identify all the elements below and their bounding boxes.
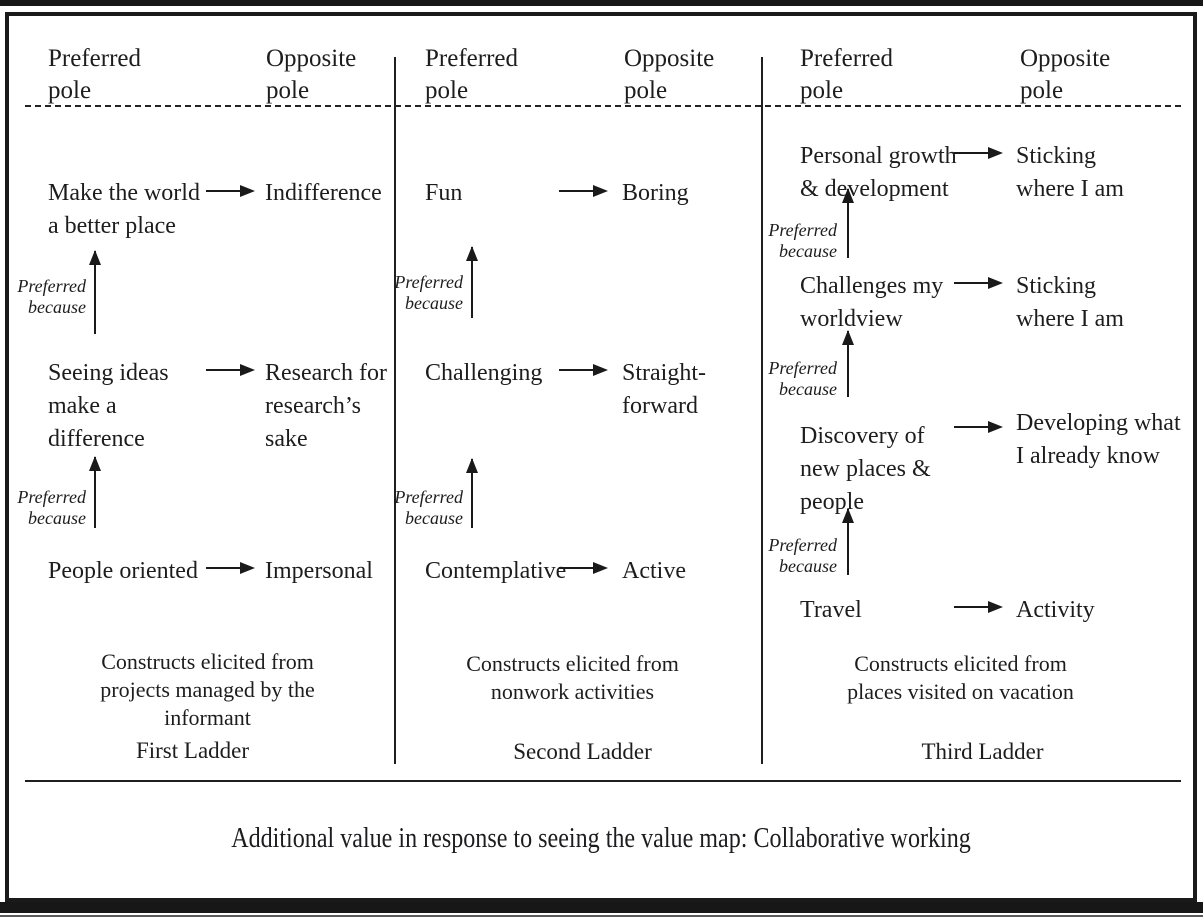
bottom-rule-thin xyxy=(0,915,1203,917)
up-arrow xyxy=(466,458,478,528)
construct-opposite: Sticking where I am xyxy=(1016,273,1124,332)
column-separator-2 xyxy=(761,57,763,764)
preferred-because-label: Preferred because xyxy=(394,272,463,313)
opposite-pole-header: Opposite pole xyxy=(1020,45,1111,104)
preferred-because-label: Preferred because xyxy=(768,358,837,399)
additional-value-note: Additional value in response to seeing t… xyxy=(0,822,1203,856)
construct-opposite: Activity xyxy=(1016,597,1095,623)
ladder-caption: Constructs elicited from projects manage… xyxy=(100,649,315,730)
bottom-rule-thick xyxy=(0,902,1203,913)
up-arrow xyxy=(89,456,101,528)
ladder-title: Third Ladder xyxy=(921,739,1044,764)
preferred-because-label: Preferred because xyxy=(768,535,837,576)
construct-preferred: Make the world a better place xyxy=(48,180,200,239)
preferred-because-label: Preferred because xyxy=(17,276,86,317)
right-arrow xyxy=(206,562,255,574)
construct-preferred: Travel xyxy=(800,597,862,623)
construct-preferred: Fun xyxy=(425,180,463,206)
right-arrow xyxy=(954,277,1003,289)
right-arrow xyxy=(559,185,608,197)
construct-opposite: Active xyxy=(622,558,686,584)
construct-preferred: Challenging xyxy=(425,360,543,386)
up-arrow xyxy=(842,330,854,397)
preferred-because-label: Preferred because xyxy=(768,220,837,261)
figure-border xyxy=(5,12,1197,902)
construct-opposite: Straight- forward xyxy=(622,360,706,419)
top-rule xyxy=(0,0,1203,6)
ladder-title: First Ladder xyxy=(135,738,250,763)
right-arrow xyxy=(206,185,255,197)
ladder-caption: Constructs elicited from places visited … xyxy=(847,651,1074,704)
footer-divider xyxy=(25,780,1181,782)
opposite-pole-header: Opposite pole xyxy=(266,45,357,104)
opposite-pole-header: Opposite pole xyxy=(624,45,715,104)
construct-preferred: Challenges my worldview xyxy=(800,273,944,332)
construct-opposite: Developing what I already know xyxy=(1016,410,1181,469)
construct-preferred: People oriented xyxy=(48,558,198,584)
right-arrow xyxy=(954,601,1003,613)
right-arrow xyxy=(559,562,608,574)
right-arrow xyxy=(559,364,608,376)
ladder-title: Second Ladder xyxy=(513,739,652,764)
up-arrow xyxy=(89,250,101,334)
preferred-because-label: Preferred because xyxy=(17,487,86,528)
column-separator-1 xyxy=(394,57,396,764)
construct-preferred: Contemplative xyxy=(425,558,567,584)
up-arrow xyxy=(466,246,478,318)
additional-value-text: Additional value in response to seeing t… xyxy=(231,823,972,854)
construct-opposite: Sticking where I am xyxy=(1016,143,1124,202)
construct-opposite: Impersonal xyxy=(265,558,373,584)
preferred-pole-header: Preferred pole xyxy=(48,45,141,104)
header-dashed-line xyxy=(25,105,1181,107)
construct-opposite: Research for research’s sake xyxy=(265,360,387,452)
ladder-caption: Constructs elicited from nonwork activit… xyxy=(466,651,679,704)
right-arrow xyxy=(954,147,1003,159)
preferred-pole-header: Preferred pole xyxy=(800,45,893,104)
up-arrow xyxy=(842,188,854,258)
construct-preferred: Seeing ideas make a difference xyxy=(48,360,169,452)
preferred-pole-header: Preferred pole xyxy=(425,45,518,104)
right-arrow xyxy=(206,364,255,376)
up-arrow xyxy=(842,508,854,575)
construct-preferred: Discovery of new places & people xyxy=(800,423,931,515)
right-arrow xyxy=(954,421,1003,433)
preferred-because-label: Preferred because xyxy=(394,487,463,528)
construct-opposite: Indifference xyxy=(265,180,382,206)
construct-preferred: Personal growth & development xyxy=(800,143,957,202)
construct-opposite: Boring xyxy=(622,180,689,206)
